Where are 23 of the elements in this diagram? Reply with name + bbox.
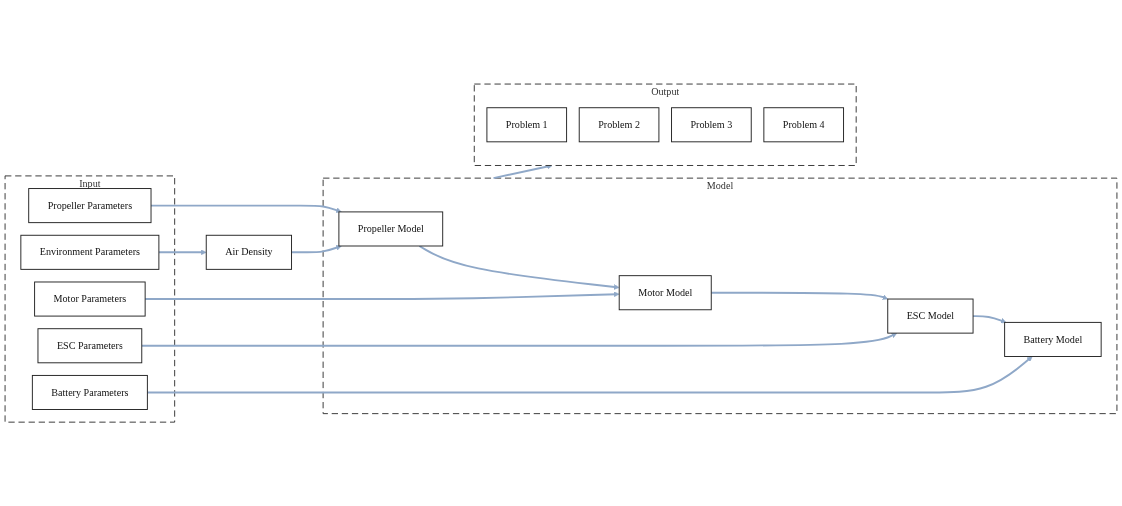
node-box: ESC Parameters [37,328,143,364]
arrow [710,291,888,300]
node-box: Motor Model [618,275,712,311]
node-box: Problem 1 [486,107,568,143]
arrow [290,244,342,254]
node-box: Battery Parameters [31,374,148,410]
arrow [418,244,620,290]
arrow [157,249,207,255]
arrow [146,356,1033,394]
node-box: Problem 4 [763,107,845,143]
arrow [150,204,342,213]
node-box: Battery Model [1004,321,1102,357]
arrow [972,315,1007,324]
node-box: Propeller Parameters [28,187,152,223]
node-box: Problem 3 [671,107,752,143]
arrow [144,291,620,300]
node-box: Environment Parameters [20,234,160,270]
node-box: Air Density [205,234,292,270]
node-box: Propeller Model [338,211,444,247]
node-box: Motor Parameters [34,281,146,317]
node-box: ESC Model [887,298,974,334]
arrow [140,332,898,347]
node-box: Problem 2 [578,107,660,143]
